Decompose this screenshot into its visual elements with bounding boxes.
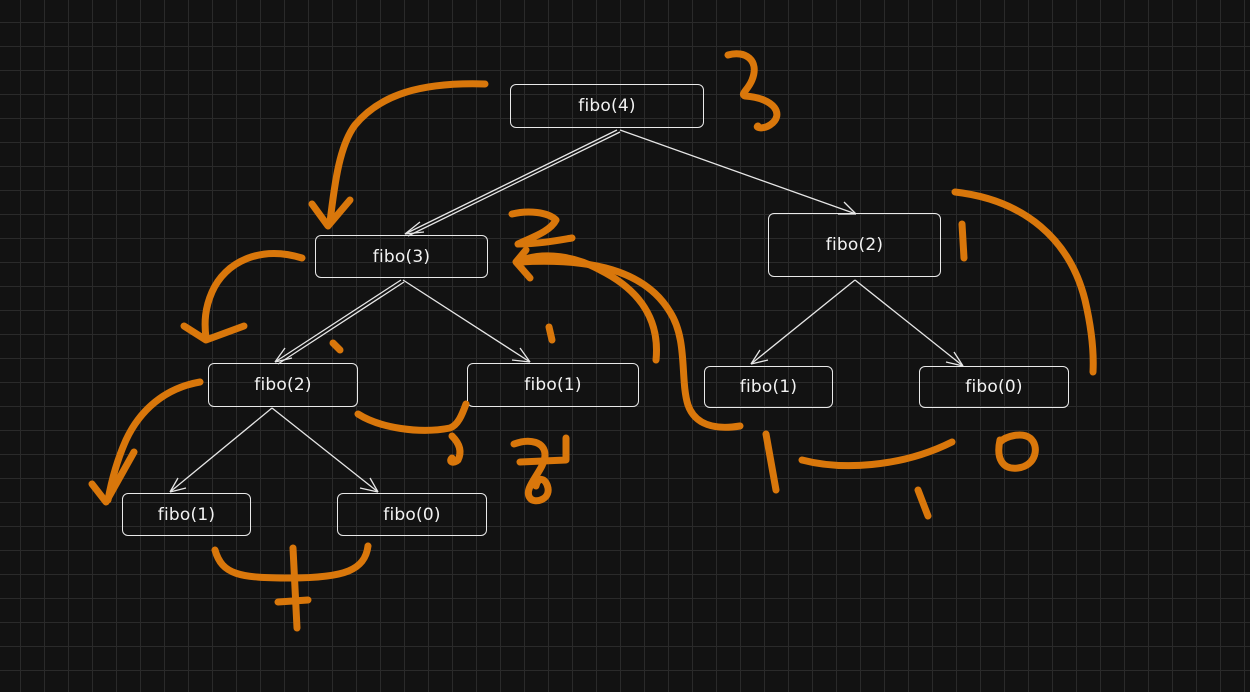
edge-root-right [619,129,857,215]
call-arrow-root-icon [326,80,489,226]
sum-bracket-bottom-icon [211,542,372,582]
arrow-head-icon [274,347,293,363]
edge-r2-to-1 [750,279,856,365]
arc-right-icon [951,188,1097,376]
arrow-head-icon [169,477,187,493]
digit-2-icon [510,437,552,505]
edge-r2-to-0 [854,279,964,367]
sum-bracket-right-icon [798,438,956,470]
call-arrow-2-icon [104,378,204,504]
digit-3-icon [724,50,781,132]
arrow-head-icon [750,349,769,365]
digit-0-icon [995,431,1039,472]
arrow-head-icon [404,221,425,235]
return-arrow-icon [354,400,470,434]
arrow-head-icon [945,351,964,367]
arrow-head-icon [359,477,379,493]
edge-l2-to-1 [169,407,273,493]
arrow-head-icon [511,347,531,363]
digit-1-bottom-icon [274,544,312,632]
digit-1-small-icon [914,486,932,520]
edge-root-left [404,129,618,235]
call-arrow-3-icon [201,250,306,342]
digit-1-right-icon [958,220,968,262]
edge-l2-to-0 [271,407,379,493]
edge-3-to-2 [274,279,402,363]
edge-3-to-1 [402,279,531,363]
digit-2-upper-icon [508,208,576,248]
digit-1-lower-icon [762,430,780,494]
arrow-head-icon [838,201,857,215]
